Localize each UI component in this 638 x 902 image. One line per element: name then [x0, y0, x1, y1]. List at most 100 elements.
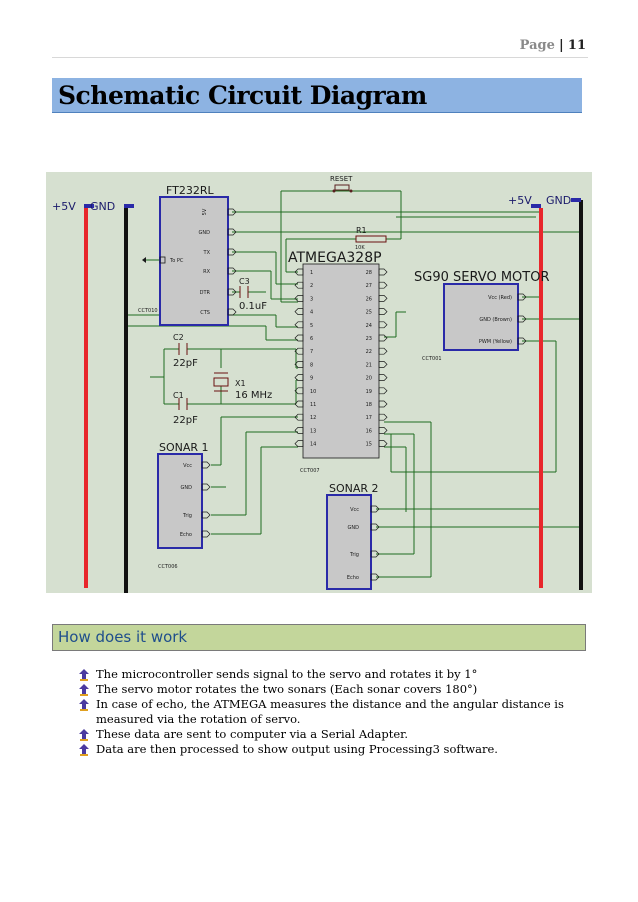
ft232-pin-label: DTR [200, 290, 211, 296]
list-item: The microcontroller sends signal to the … [78, 667, 578, 682]
sonar1-ref: CCT006 [158, 564, 178, 570]
section-bar: How does it work [52, 624, 586, 651]
sonar1-pin-label: Trig [182, 513, 192, 519]
bullet-text: In case of echo, the ATMEGA measures the… [96, 697, 564, 726]
sonar1-pin-label: GND [181, 485, 193, 491]
mcu-right-pin-number: 24 [366, 323, 372, 329]
mcu-left-pin-number: 13 [310, 428, 316, 434]
gnd-label-right: GND [546, 194, 571, 207]
sonar1-title: SONAR 1 [159, 441, 209, 454]
servo-pin-label: GND (Brown) [479, 317, 512, 323]
list-item: Data are then processed to show output u… [78, 742, 578, 757]
ft232-pin-label: RX [203, 269, 210, 275]
r1-name: R1 [356, 226, 367, 235]
x1-value: 16 MHz [235, 390, 272, 401]
resistor-r1: R1 10K [355, 226, 387, 251]
ft232-pin-label: CTS [200, 310, 210, 316]
capacitor-c2: C2 22pF [173, 333, 198, 369]
bullet-text: The servo motor rotates the two sonars (… [96, 682, 478, 696]
mcu-left-pin-number: 10 [310, 389, 316, 395]
sonar2-pin-label: Echo [347, 575, 359, 581]
mcu-left-pin-number: 7 [310, 349, 313, 355]
servo-pin-label: PWM (Yellow) [479, 339, 512, 345]
mcu-right-pin-number: 25 [366, 310, 372, 316]
mcu-right-pin-number: 22 [366, 349, 372, 355]
mcu-right-pin-number: 19 [366, 389, 372, 395]
title-bar: Schematic Circuit Diagram [52, 78, 582, 113]
c2-value: 22pF [173, 358, 198, 369]
header-rule [52, 57, 588, 58]
reset-label: RESET [330, 175, 353, 183]
sonar2-pin-label: Trig [349, 552, 359, 558]
reset-switch: RESET [330, 175, 353, 193]
mcu-right-pin-number: 20 [366, 376, 372, 382]
bullet-arrow-icon [79, 699, 89, 711]
page-label: Page [519, 38, 555, 53]
page-title: Schematic Circuit Diagram [58, 81, 427, 110]
mcu-right-pin-number: 28 [366, 270, 372, 276]
mcu-left-pin-number: 8 [310, 362, 313, 368]
ft232-side-label: To PC [169, 258, 184, 264]
ft232-ref: CCT010 [138, 308, 158, 314]
bullet-arrow-icon [79, 684, 89, 696]
page-separator: | [559, 38, 564, 53]
section-title: How does it work [58, 628, 188, 646]
bullet-arrow-icon [79, 729, 89, 741]
mcu-right-pin-number: 15 [366, 442, 372, 448]
sonar2-pin-label: GND [348, 525, 360, 531]
mcu-right-pin-number: 27 [366, 283, 372, 289]
r1-value: 10K [355, 245, 365, 251]
mcu-right-pin-number: 26 [366, 296, 372, 302]
mcu-left-pin-number: 2 [310, 283, 313, 289]
bullet-arrow-icon [79, 744, 89, 756]
mcu-left-pin-number: 6 [310, 336, 313, 342]
mcu-left-pin-number: 12 [310, 415, 316, 421]
servo-pin-label: Vcc (Red) [488, 295, 512, 301]
sonar1-pin-label: Vcc [183, 463, 192, 469]
crystal-x1: X1 16 MHz [213, 372, 272, 401]
c1-value: 22pF [173, 415, 198, 426]
sonar1-pin-label: Echo [180, 532, 192, 538]
x1-name: X1 [235, 379, 246, 388]
servo-title: SG90 SERVO MOTOR [414, 270, 549, 285]
plus5v-label-left: +5V [52, 200, 76, 213]
gnd-rail-left [124, 208, 128, 593]
list-item: In case of echo, the ATMEGA measures the… [78, 697, 578, 727]
c2-name: C2 [173, 333, 184, 342]
ft232-pin-label: GND [199, 230, 211, 236]
capacitor-c1: C1 22pF [173, 391, 198, 426]
bullet-text: These data are sent to computer via a Se… [96, 727, 409, 741]
mcu-left-pin-number: 11 [310, 402, 316, 408]
mcu-left-pin-number: 1 [310, 270, 313, 276]
bullet-arrow-icon [79, 669, 89, 681]
page-header: Page | 11 [0, 38, 586, 53]
mcu-right-pin-number: 16 [366, 428, 372, 434]
gnd-label-left: GND [90, 200, 115, 213]
mcu-ref: CCT007 [300, 468, 320, 474]
how-it-works-list: The microcontroller sends signal to the … [78, 667, 578, 757]
mcu-left-pin-number: 3 [310, 296, 313, 302]
mcu-title: ATMEGA328P [288, 250, 382, 266]
mcu-right-pin-number: 17 [366, 415, 372, 421]
schematic-diagram: +5V GND +5V GND RESET FT232RL CCT010 To … [46, 172, 592, 593]
servo-ref: CCT001 [422, 356, 442, 362]
plus5v-rail-left [84, 208, 88, 588]
plus5v-label-right: +5V [508, 194, 532, 207]
ft232-title: FT232RL [166, 184, 214, 197]
servo-module: SG90 SERVO MOTOR CCT001 Vcc (Red) GND (Br… [414, 270, 549, 362]
c3-value: 0.1uF [239, 301, 267, 312]
sonar2-pin-label: Vcc [350, 507, 359, 513]
gnd-rail-right [579, 200, 583, 590]
mcu-left-pin-number: 9 [310, 376, 313, 382]
bullet-text: The microcontroller sends signal to the … [96, 667, 478, 681]
mcu-left-pin-number: 14 [310, 442, 316, 448]
ft232-pin-label: 5V [202, 208, 208, 215]
list-item: The servo motor rotates the two sonars (… [78, 682, 578, 697]
page-number: 11 [567, 38, 586, 53]
to-pc-arrow-icon [142, 257, 146, 263]
bullet-text: Data are then processed to show output u… [96, 742, 498, 756]
